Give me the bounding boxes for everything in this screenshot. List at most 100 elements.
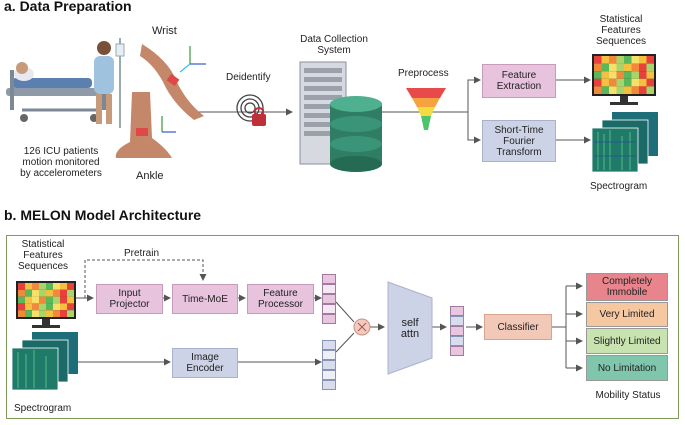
database-icon [330, 96, 382, 172]
status-slightly-limited: Slightly Limited [586, 328, 668, 354]
classifier-box: Classifier [484, 314, 552, 340]
ankle-sensor-icon [115, 92, 176, 158]
multiply-icon [353, 318, 371, 336]
heatmap-cell [609, 56, 617, 64]
stat-features-title-a: Statistical Features Sequences [595, 14, 647, 47]
heatmap-cell [53, 310, 60, 317]
heatmap-cell [624, 78, 632, 87]
wrist-label: Wrist [152, 25, 177, 37]
heatmap-cell [639, 86, 647, 94]
architecture-panel [6, 235, 679, 419]
self-attn-block [387, 281, 433, 375]
heatmap-cell [639, 56, 647, 64]
heatmap-cell [60, 303, 67, 311]
heatmap-cell [32, 283, 39, 290]
heatmap-cell [67, 310, 74, 317]
heatmap-cell [609, 63, 617, 72]
status-no-limitation: No Limitation [586, 355, 668, 381]
heatmap-cell [646, 78, 654, 87]
heatmap-cell [601, 86, 609, 94]
heatmap-cell [25, 310, 32, 317]
data-collection-label: Data Collection System [300, 34, 368, 56]
spectrogram-icon [592, 112, 658, 173]
heatmap-cell [609, 71, 617, 79]
heatmap-cell [624, 71, 632, 79]
heatmap-cell [60, 283, 67, 290]
heatmap-cell [616, 78, 624, 87]
heatmap-cell [594, 71, 602, 79]
heatmap-monitor-icon [592, 54, 656, 105]
mobility-status-label: Mobility Status [595, 390, 661, 401]
time-moe-box: Time-MoE [172, 284, 238, 314]
fingerprint-lock-icon [236, 94, 266, 126]
heatmap-cell [39, 310, 46, 317]
pretrain-dashed-arrow [84, 259, 207, 298]
pretrain-label: Pretrain [124, 248, 160, 259]
heatmap-cell [594, 56, 602, 64]
heatmap-cell [631, 86, 639, 94]
heatmap-cell [39, 283, 46, 290]
heatmap-cell [609, 86, 617, 94]
heatmap-cell [46, 296, 53, 304]
heatmap-cell [639, 71, 647, 79]
spectrogram-icon [12, 332, 78, 391]
heatmap-cell [53, 283, 60, 290]
heatmap-cell [646, 56, 654, 64]
heatmap-cell [594, 63, 602, 72]
heatmap-cell [39, 296, 46, 304]
heatmap-cell [53, 303, 60, 311]
spectrogram-label-a: Spectrogram [590, 181, 648, 192]
status-very-limited: Very Limited [586, 302, 668, 327]
heatmap-cell [67, 303, 74, 311]
heatmap-cell [18, 303, 25, 311]
heatmap-cell [601, 71, 609, 79]
heatmap-cell [631, 71, 639, 79]
self-attn-label: self attn [400, 317, 420, 340]
heatmap-cell [46, 303, 53, 311]
heatmap-cell [25, 283, 32, 290]
heatmap-cell [631, 56, 639, 64]
heatmap-cell [25, 303, 32, 311]
heatmap-cell [609, 78, 617, 87]
heatmap-cell [46, 310, 53, 317]
heatmap-cell [32, 296, 39, 304]
heatmap-cell [594, 78, 602, 87]
heatmap-cell [53, 289, 60, 297]
heatmap-cell [646, 86, 654, 94]
heatmap-cell [25, 289, 32, 297]
heatmap-cell [639, 63, 647, 72]
heatmap-cell [601, 63, 609, 72]
funnel-icon [406, 88, 446, 130]
arrow-to-stft [467, 112, 481, 144]
section-a-title: a. Data Preparation [4, 0, 132, 14]
heatmap-cell [67, 289, 74, 297]
deidentify-label: Deidentify [226, 72, 271, 83]
preprocess-label: Preprocess [398, 68, 449, 79]
hospital-bed-icon [6, 62, 110, 122]
heatmap-cell [39, 303, 46, 311]
stat-features-title-b: Statistical Features Sequences [17, 239, 69, 272]
heatmap-cell [25, 296, 32, 304]
heatmap-cell [32, 289, 39, 297]
wrist-sensor-icon [140, 44, 206, 120]
heatmap-cell [18, 310, 25, 317]
heatmap-cell [631, 63, 639, 72]
heatmap-cell [616, 71, 624, 79]
heatmap-cell [616, 56, 624, 64]
heatmap-cell [624, 56, 632, 64]
heatmap-cell [646, 63, 654, 72]
patients-caption: 126 ICU patients motion monitored by acc… [20, 146, 102, 179]
heatmap-cell [601, 56, 609, 64]
heatmap-cell [39, 289, 46, 297]
heatmap-cell [18, 296, 25, 304]
heatmap-cell [601, 78, 609, 87]
patient-icon [94, 38, 125, 128]
heatmap-cell [46, 289, 53, 297]
heatmap-cell [18, 283, 25, 290]
section-b-title: b. MELON Model Architecture [4, 207, 202, 223]
